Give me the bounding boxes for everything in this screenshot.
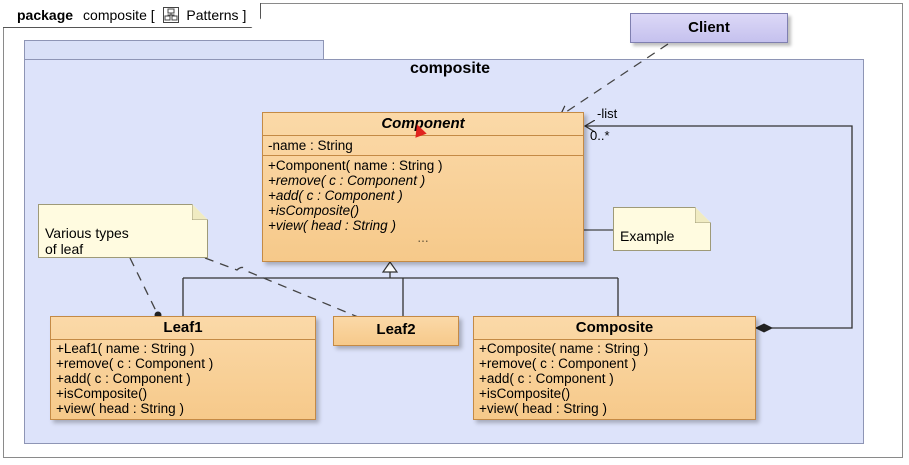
component-class-title: Component — [263, 113, 583, 136]
frame-bracket-close: ] — [242, 7, 247, 23]
operation-row: +view( head : String ) — [56, 401, 184, 416]
association-multiplicity-label: 0..* — [590, 128, 610, 143]
leaf-note-anchor-2 — [204, 257, 359, 318]
aggregation-diamond — [754, 323, 774, 333]
operation-row: +Leaf1( name : String ) — [56, 341, 195, 356]
operation-row: +add( c : Component ) — [479, 371, 614, 386]
operation-row: +view( head : String ) — [268, 218, 396, 233]
package-diagram-icon — [163, 7, 179, 23]
operation-row: +add( c : Component ) — [268, 188, 403, 203]
note-line: of leaf — [45, 241, 84, 257]
leaf2-class-title: Leaf2 — [376, 321, 416, 338]
operation-row: +view( head : String ) — [479, 401, 607, 416]
composite-operations: +Composite( name : String ) +remove( c :… — [474, 340, 755, 418]
client-class[interactable]: Client — [630, 13, 788, 43]
operation-row: +isComposite() — [56, 386, 148, 401]
list-association[interactable] — [585, 126, 853, 329]
note-line: Example — [620, 228, 675, 244]
composite-class[interactable]: Composite +Composite( name : String ) +r… — [473, 316, 756, 420]
frame-bracket-open: [ — [150, 7, 155, 23]
component-class[interactable]: Component -name : String +Component( nam… — [262, 112, 584, 262]
frame-keyword: package — [17, 7, 74, 23]
leaf1-operations: +Leaf1( name : String ) +remove( c : Com… — [51, 340, 315, 418]
note-fold-icon — [192, 204, 208, 220]
operation-row: +add( c : Component ) — [56, 371, 191, 386]
operation-row: +remove( c : Component ) — [56, 356, 214, 371]
leaf1-class-title: Leaf1 — [51, 317, 315, 340]
operation-row: +Component( name : String ) — [268, 158, 443, 173]
frame-stereotype: Patterns — [186, 7, 239, 23]
association-role-label: -list — [597, 106, 618, 121]
operation-row: +isComposite() — [268, 203, 360, 218]
operation-row: +isComposite() — [479, 386, 571, 401]
client-dependency[interactable] — [560, 43, 669, 116]
frame-package-name: composite — [83, 7, 147, 23]
attribute-row: -name : String — [268, 138, 353, 153]
frame-header: package composite [ Patterns ] — [3, 3, 261, 28]
package-name: composite — [409, 60, 490, 77]
component-attributes: -name : String — [263, 136, 583, 156]
operation-row: +remove( c : Component ) — [479, 356, 637, 371]
package-tab — [24, 40, 324, 61]
leaf-types-note[interactable]: Various types of leaf — [38, 204, 208, 258]
composite-class-title: Composite — [474, 317, 755, 340]
operation-row: +Composite( name : String ) — [479, 341, 649, 356]
note-fold-icon — [695, 207, 711, 223]
note-line: Various types — [45, 225, 129, 241]
leaf1-class[interactable]: Leaf1 +Leaf1( name : String ) +remove( c… — [50, 316, 316, 420]
generalization-arrowhead — [381, 260, 399, 273]
leaf2-class[interactable]: Leaf2 — [333, 316, 459, 346]
generalization-tree[interactable] — [182, 272, 619, 316]
operation-row: +remove( c : Component ) — [268, 173, 426, 188]
leaf-note-anchor — [129, 257, 159, 316]
component-operations: +Component( name : String ) +remove( c :… — [263, 156, 583, 245]
more-ellipsis: ... — [417, 230, 429, 245]
